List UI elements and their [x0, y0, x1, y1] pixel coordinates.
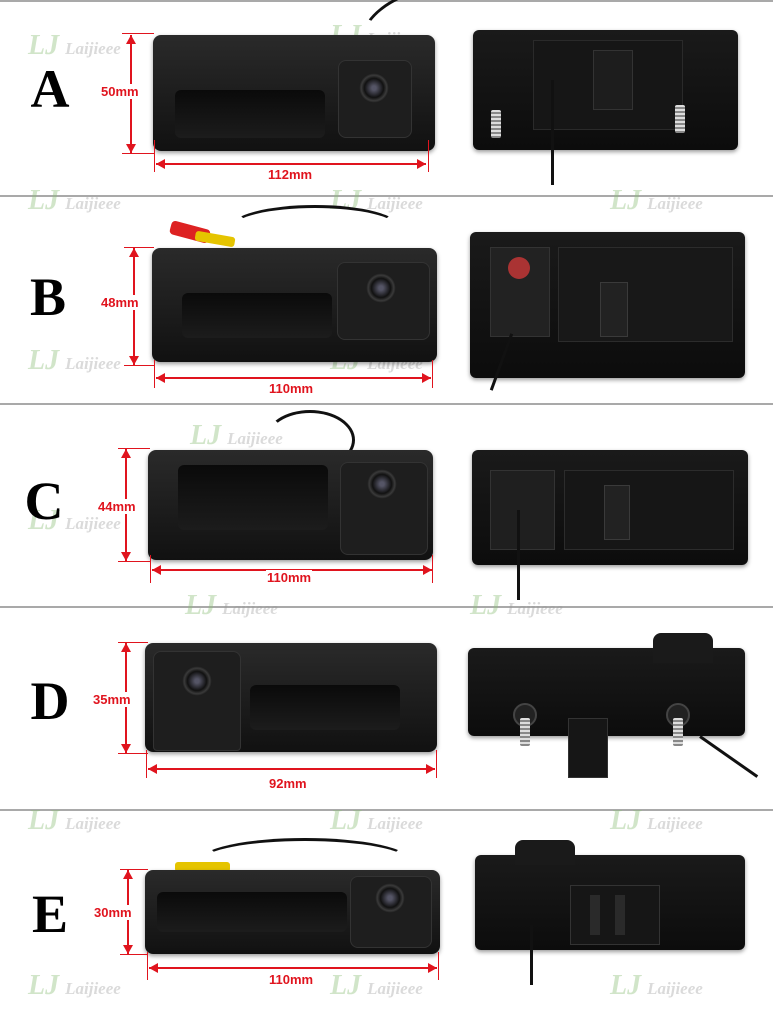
height-label: 44mm: [97, 499, 137, 514]
rca-connector-yellow: [175, 862, 230, 872]
camera-housing: [338, 60, 412, 138]
camera-housing: [340, 462, 428, 555]
lens-icon: [366, 273, 396, 303]
divider: [0, 195, 773, 197]
handle-recess: [182, 293, 332, 338]
lens-icon: [367, 469, 397, 499]
divider: [0, 403, 773, 405]
camera-front-view: [145, 643, 437, 752]
handle-recess: [157, 892, 347, 932]
row-letter: A: [30, 59, 70, 119]
height-label: 50mm: [100, 84, 140, 99]
handle-recess: [178, 465, 328, 530]
camera-back-view: [472, 450, 748, 600]
handle-recess: [175, 90, 325, 138]
height-label: 35mm: [92, 692, 132, 707]
camera-back-view: [468, 633, 745, 778]
rca-connector-yellow: [194, 230, 236, 248]
row-letter: B: [29, 267, 67, 327]
row-letter: E: [31, 884, 69, 944]
camera-front-view: [148, 450, 433, 560]
row-letter: C: [24, 471, 64, 531]
width-label: 112mm: [267, 167, 314, 182]
handle-recess: [250, 685, 400, 730]
camera-housing: [153, 651, 241, 751]
divider: [0, 606, 773, 608]
lens-icon: [375, 883, 405, 913]
camera-front-view: [153, 35, 435, 151]
camera-front-view: [145, 870, 440, 954]
cable: [200, 838, 410, 883]
camera-housing: [337, 262, 430, 340]
width-label: 110mm: [268, 972, 315, 987]
camera-back-view: [470, 232, 745, 391]
lens-icon: [359, 73, 389, 103]
camera-back-view: [473, 30, 738, 185]
camera-housing: [350, 876, 432, 948]
height-label: 30mm: [93, 905, 133, 920]
width-label: 110mm: [266, 570, 313, 585]
divider: [0, 809, 773, 811]
height-label: 48mm: [100, 295, 140, 310]
lens-icon: [182, 666, 212, 696]
cable: [699, 735, 759, 778]
camera-front-view: [152, 248, 437, 362]
camera-back-view: [475, 840, 745, 985]
width-arrow: [149, 963, 437, 973]
cable: [230, 205, 400, 250]
width-label: 110mm: [268, 381, 315, 396]
width-label: 92mm: [268, 776, 308, 791]
cable: [265, 410, 355, 470]
row-letter: D: [30, 671, 70, 731]
width-arrow: [148, 764, 435, 774]
width-arrow: [156, 159, 426, 169]
width-arrow: [156, 373, 431, 383]
divider: [0, 0, 773, 2]
